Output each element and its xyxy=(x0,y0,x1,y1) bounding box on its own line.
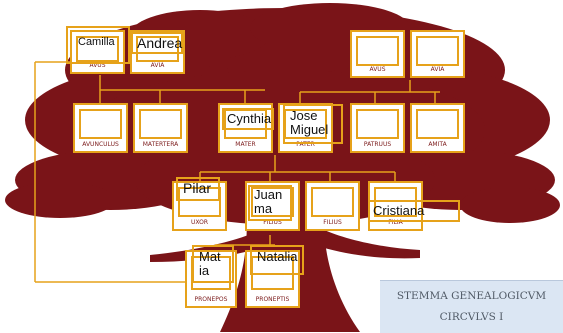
uxor-box: UXOR xyxy=(172,181,227,231)
pater-box: PATER xyxy=(278,103,333,153)
photo-placeholder xyxy=(284,109,327,139)
role-label: MATER xyxy=(235,141,256,148)
mater-box: MATER xyxy=(218,103,273,153)
name-juan-ma: Juan ma xyxy=(248,185,292,221)
role-label: FILIUS xyxy=(263,219,282,226)
role-label: PATER xyxy=(296,141,315,148)
photo-placeholder xyxy=(374,187,417,217)
amita-box: AMITA xyxy=(410,103,465,153)
photo-placeholder xyxy=(416,109,459,139)
photo-placeholder xyxy=(311,187,354,217)
photo-placeholder xyxy=(251,187,294,217)
filius-box-2: FILIUS xyxy=(305,181,360,231)
photo-placeholder xyxy=(224,109,267,139)
caption-box: STEMMA GENEALOGICVM CIRCVLVS I xyxy=(380,280,563,333)
role-label: UXOR xyxy=(190,219,208,226)
photo-placeholder xyxy=(76,36,119,62)
caption-subtitle: CIRCVLVS I xyxy=(439,311,504,323)
role-label: FILIUS xyxy=(323,219,342,226)
role-label: MATERTERA xyxy=(142,141,179,148)
name-mattia: Mat ia xyxy=(192,245,234,283)
role-label: AVIA xyxy=(150,62,165,69)
role-label: AMITA xyxy=(428,141,447,148)
photo-placeholder xyxy=(139,109,182,139)
avia-right-box: AVIA xyxy=(410,30,465,78)
photo-placeholder xyxy=(356,36,399,66)
role-label: AVUS xyxy=(369,66,386,73)
name-pilar: Pilar xyxy=(176,177,220,201)
photo-placeholder xyxy=(136,36,179,62)
role-label: PRONEPTIS xyxy=(255,296,290,303)
photo-placeholder xyxy=(356,109,399,139)
patruus-box: PATRUUS xyxy=(350,103,405,153)
name-cynthia: Cynthia xyxy=(222,108,274,130)
name-jose-miguel: Jose Miguel xyxy=(283,104,343,144)
avus-left-box: AVUS xyxy=(70,30,125,74)
photo-placeholder xyxy=(79,109,122,139)
name-camilla: Camilla xyxy=(66,26,130,64)
role-label: PATRUUS xyxy=(363,141,392,148)
avunculus-box: AVUNCULUS xyxy=(73,103,128,153)
photo-placeholder xyxy=(178,187,221,217)
name-cristiana: Cristiana xyxy=(368,200,460,222)
name-andrea: Andrea xyxy=(131,32,183,54)
matertera-box: MATERTERA xyxy=(133,103,188,153)
avus-right-box: AVUS xyxy=(350,30,405,78)
name-natalia: Natalia xyxy=(250,245,304,275)
caption-title: STEMMA GENEALOGICVM xyxy=(396,290,547,302)
role-label: PRONEPOS xyxy=(194,296,228,303)
filia-box: FILIA xyxy=(368,181,423,231)
photo-placeholder xyxy=(416,36,459,66)
role-label: AVUS xyxy=(89,62,106,69)
role-label: AVIA xyxy=(430,66,445,73)
role-label: FILIA xyxy=(388,219,403,226)
role-label: AVUNCULUS xyxy=(82,141,119,148)
